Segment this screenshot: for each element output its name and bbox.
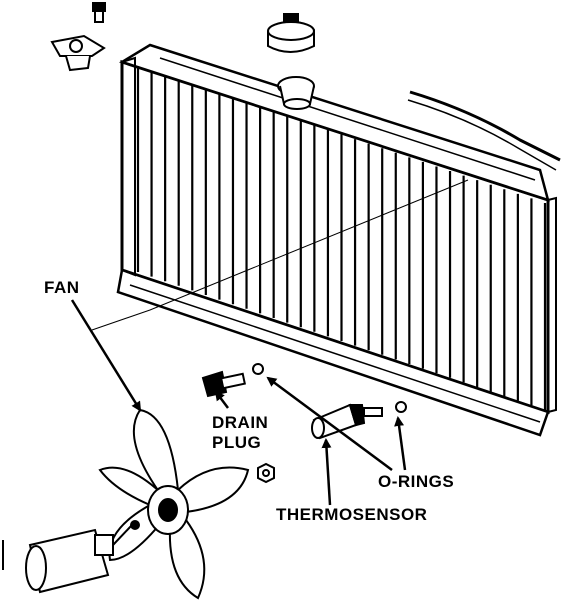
o-ring-arrow-1 xyxy=(266,376,393,472)
thermosensor-label: THERMOSENSOR xyxy=(276,505,428,524)
callout-arrows xyxy=(70,299,407,506)
o-ring-arrow-2 xyxy=(394,416,407,471)
drain-plug xyxy=(201,363,264,398)
fan-arrow xyxy=(70,299,142,412)
radiator-core xyxy=(116,43,557,437)
drain-plug-arrow xyxy=(214,390,229,409)
drain-plug-label-line2: PLUG xyxy=(212,433,262,452)
radiator-fins xyxy=(136,66,547,410)
overflow-hose xyxy=(407,90,561,171)
thermosensor-arrow xyxy=(321,438,332,506)
thermosensor xyxy=(311,401,407,440)
thermostat-housing xyxy=(50,34,106,72)
filler-neck xyxy=(277,76,315,110)
fan xyxy=(98,408,250,600)
drain-plug-label-line1: DRAIN xyxy=(212,413,269,432)
o-rings-label: O-RINGS xyxy=(378,472,455,491)
fan-label: FAN xyxy=(44,278,80,297)
nut xyxy=(257,462,275,484)
radiator-cap xyxy=(267,13,315,53)
bleed-bolt xyxy=(92,2,106,23)
fan-motor xyxy=(25,520,140,594)
leader-line xyxy=(91,179,469,331)
